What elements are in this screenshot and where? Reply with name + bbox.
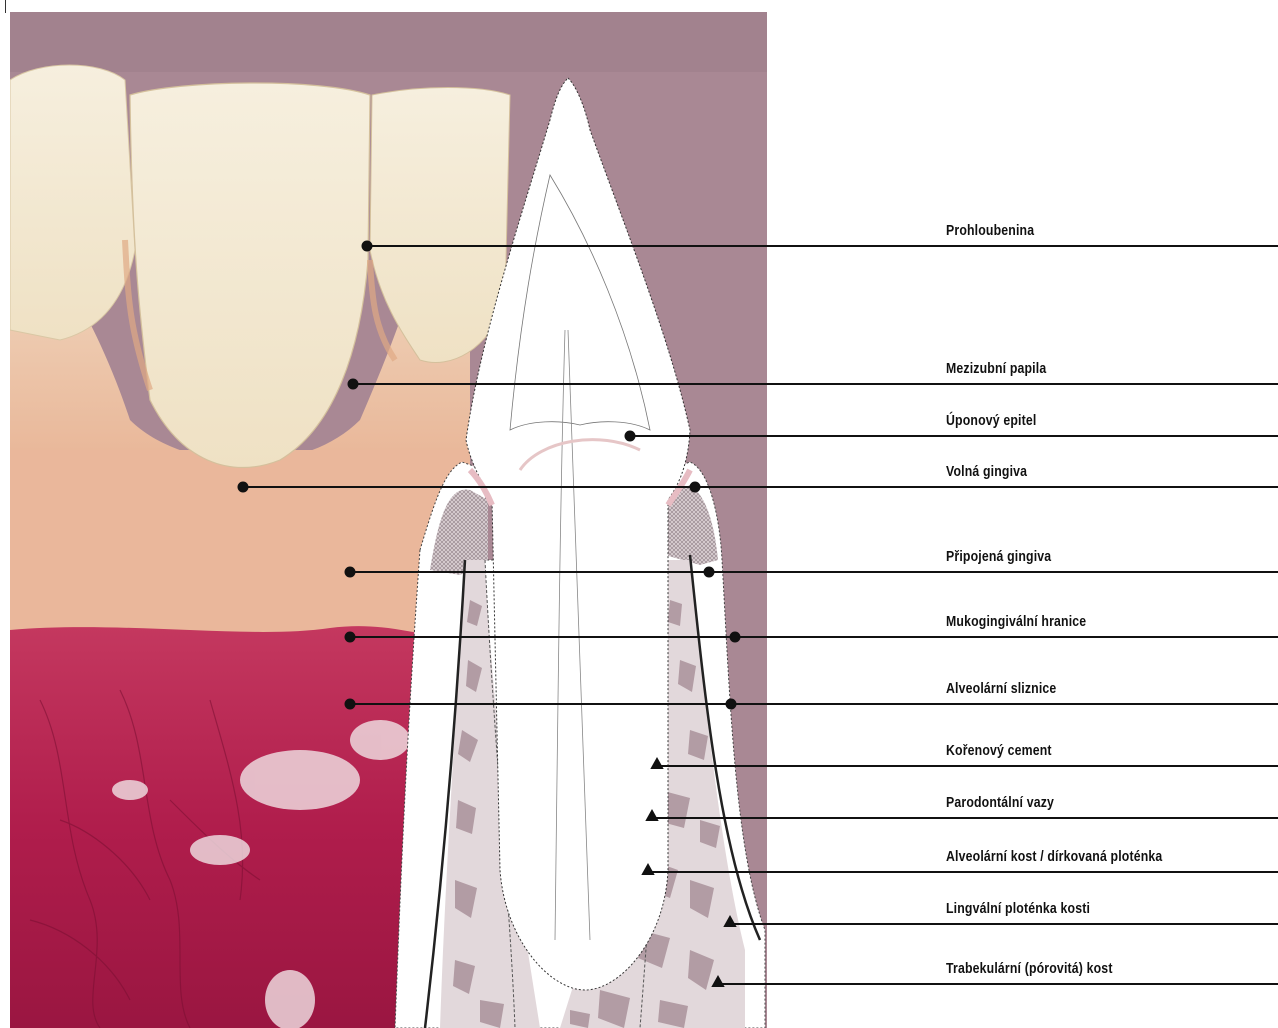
label-uponovy-epitel: Úponový epitel: [946, 412, 1036, 430]
label-mezizubni-papila: Mezizubní papila: [946, 360, 1046, 378]
left-tooth: [10, 65, 135, 340]
label-lingvalni-plotenka: Lingvální ploténka kosti: [946, 900, 1090, 918]
label-prohloubenina: Prohloubenina: [946, 222, 1034, 240]
label-volna-gingiva: Volná gingiva: [946, 463, 1027, 481]
label-pripojena-gingiva: Připojená gingiva: [946, 548, 1051, 566]
label-alveolarni-kost: Alveolární kost / dírkovaná ploténka: [946, 848, 1162, 866]
anatomy-illustration: [10, 12, 767, 1028]
label-mukogingivalni-hranice: Mukogingivální hranice: [946, 613, 1086, 631]
label-parodontalni-vazy: Parodontální vazy: [946, 794, 1054, 812]
label-alveolarni-sliznice: Alveolární sliznice: [946, 680, 1056, 698]
label-korenovy-cement: Kořenový cement: [946, 742, 1052, 760]
label-trabekularni-kost: Trabekulární (pórovitá) kost: [946, 960, 1113, 978]
